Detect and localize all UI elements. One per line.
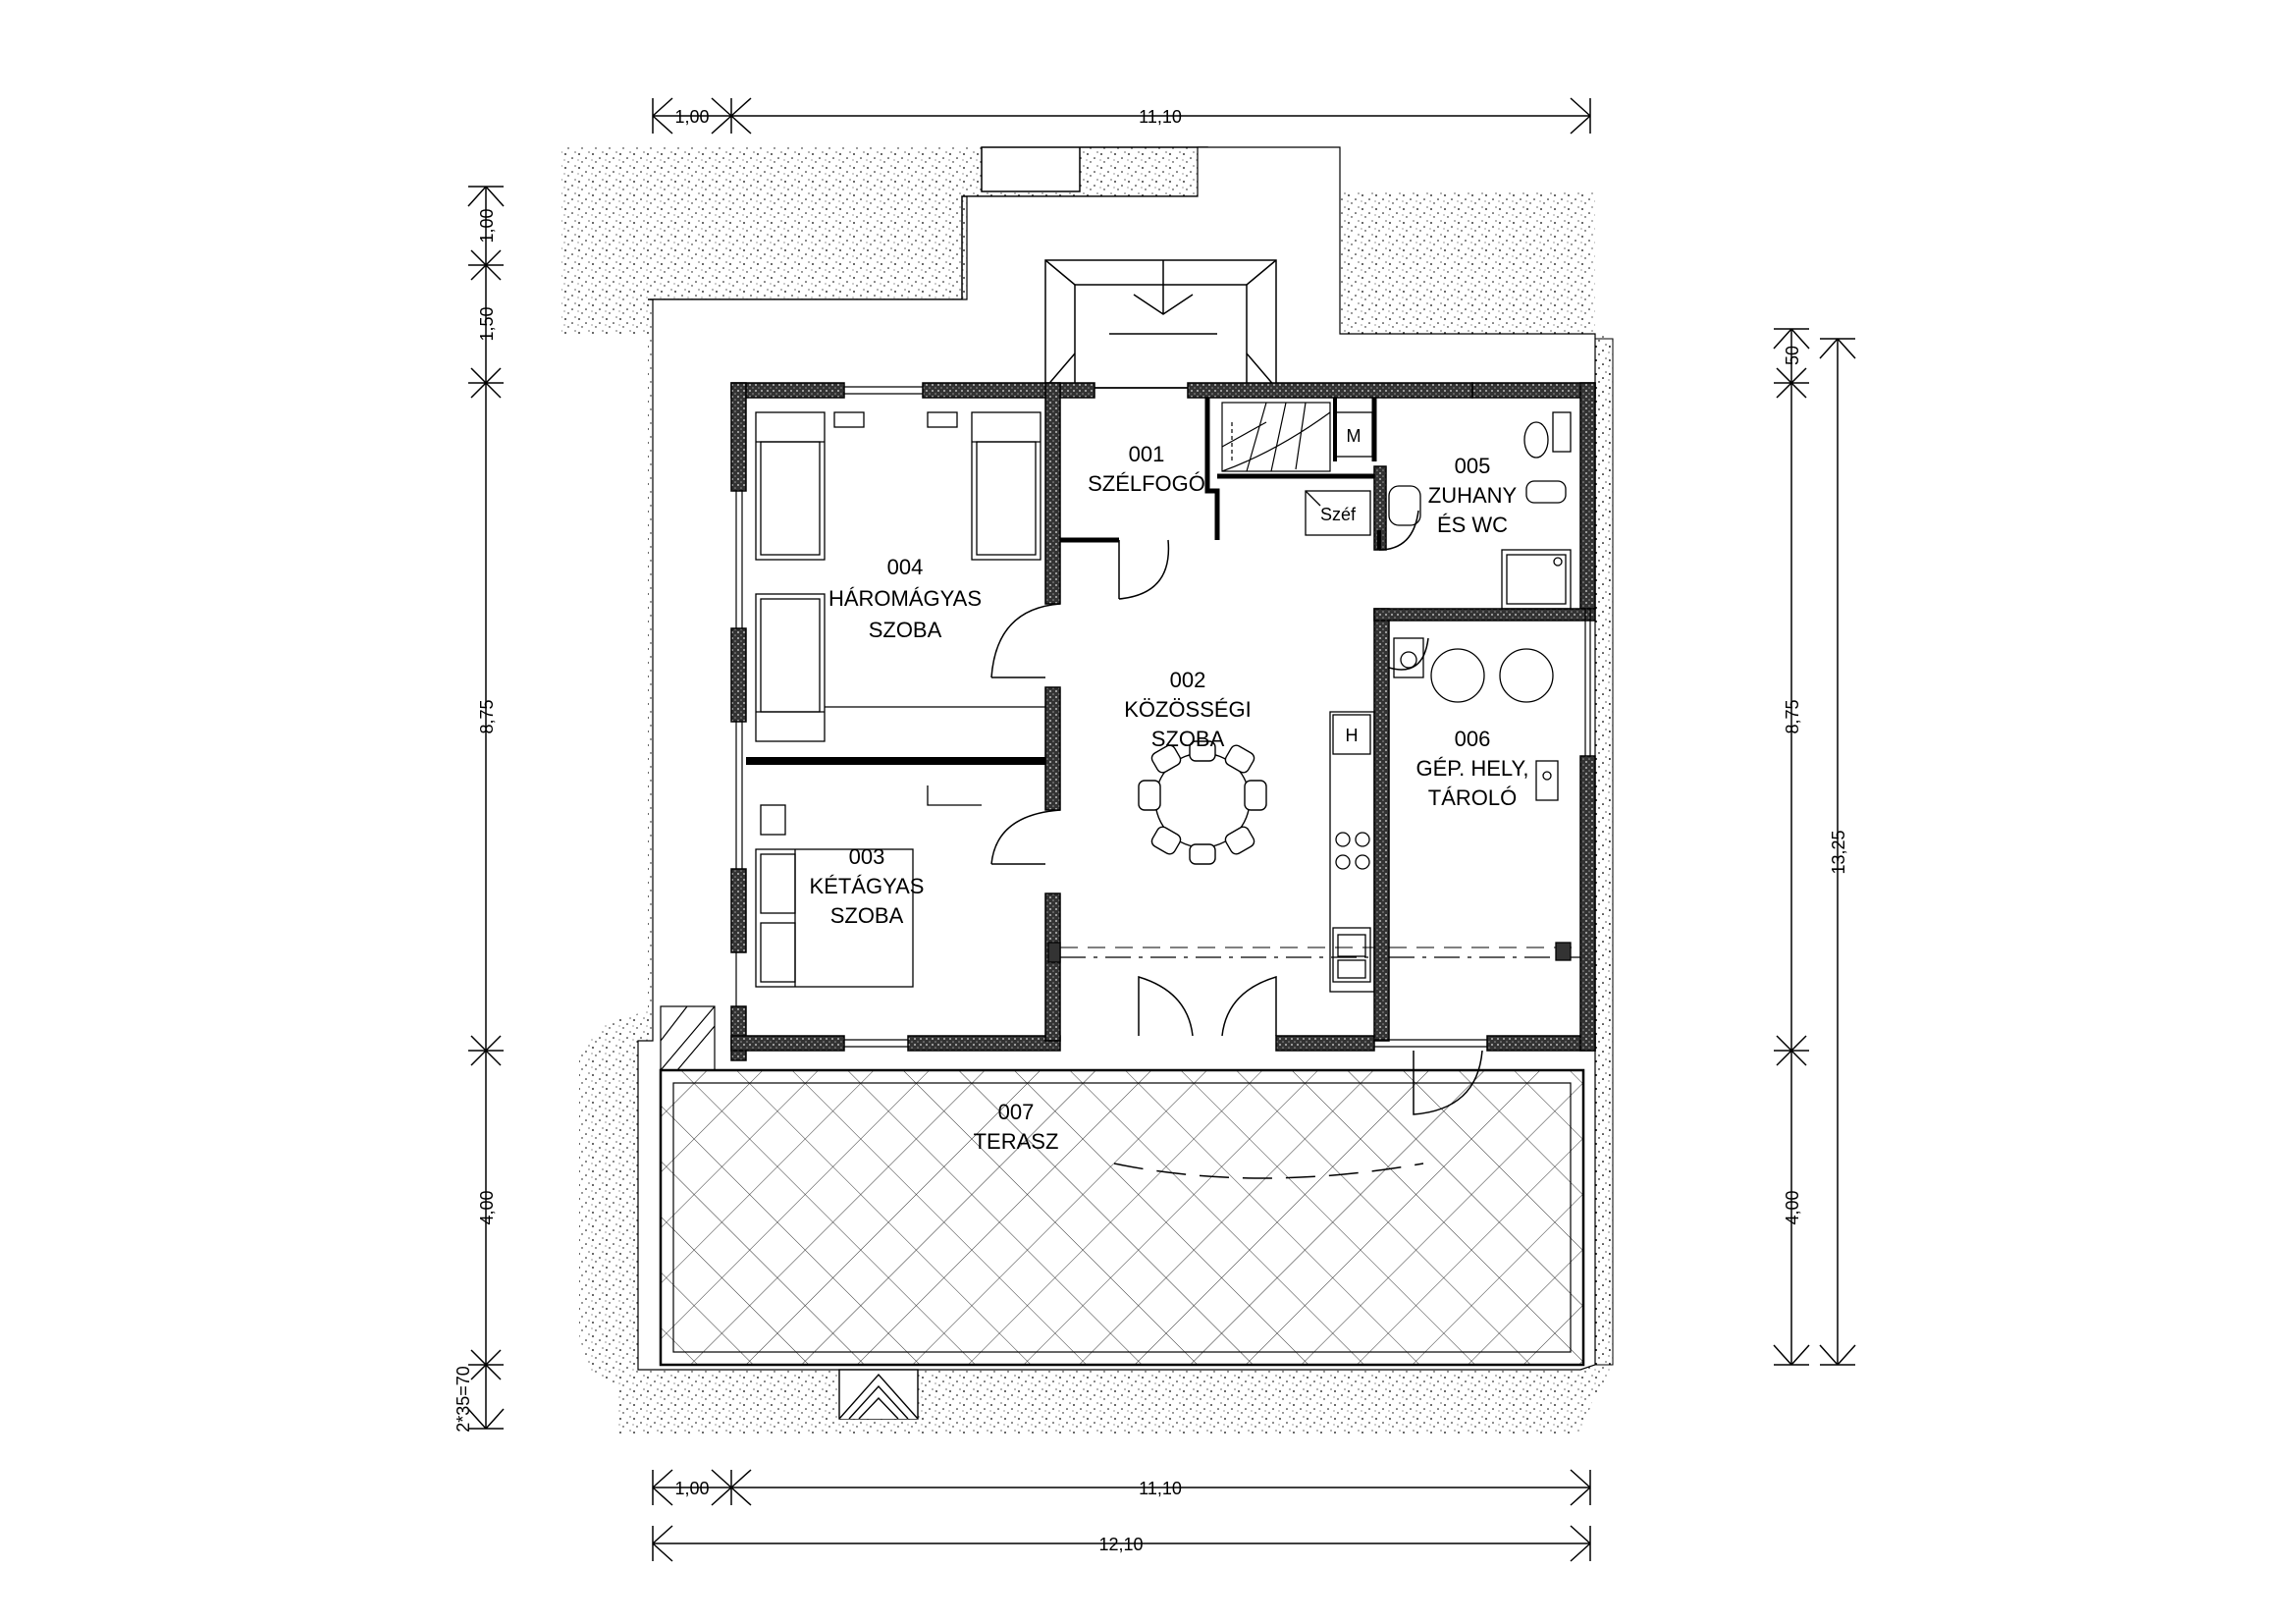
room-001-name: SZÉLFOGÓ bbox=[1088, 471, 1205, 496]
dining-set bbox=[1138, 740, 1267, 865]
room-004-number: 004 bbox=[887, 555, 924, 579]
furniture-room-004 bbox=[755, 411, 1045, 742]
terrace-tiles bbox=[660, 1069, 1584, 1366]
room-007-number: 007 bbox=[998, 1100, 1035, 1124]
utility-fixtures bbox=[1047, 637, 1572, 963]
terrace-border bbox=[659, 1068, 1585, 1367]
entrance-porch bbox=[1044, 259, 1277, 389]
room-labels: 001 SZÉLFOGÓ 002 KÖZÖSSÉGI SZOBA 003 KÉT… bbox=[810, 426, 1529, 1154]
room-004-line1: HÁROMÁGYAS bbox=[828, 586, 982, 611]
dim-top-1: 1,00 bbox=[674, 107, 709, 127]
dim-bottom-1: 1,00 bbox=[674, 1479, 709, 1498]
dim-bottom-2: 11,10 bbox=[1139, 1479, 1182, 1498]
room-003-number: 003 bbox=[849, 844, 885, 869]
room-002-line1: KÖZÖSSÉGI bbox=[1124, 697, 1252, 722]
terrace-corner-step bbox=[660, 1005, 716, 1071]
dimension-lines bbox=[467, 97, 1856, 1562]
terrace-steps bbox=[838, 1369, 919, 1420]
dim-right-1: 50 bbox=[1783, 346, 1802, 365]
room-004-line2: SZOBA bbox=[869, 618, 942, 642]
room-007-name: TERASZ bbox=[974, 1129, 1059, 1154]
stair bbox=[1221, 402, 1331, 472]
room-005-line1: ZUHANY bbox=[1428, 483, 1518, 508]
room-002-line2: SZOBA bbox=[1151, 727, 1225, 751]
doors bbox=[990, 510, 1483, 1115]
dim-left-4: 4,00 bbox=[477, 1190, 497, 1224]
dim-right-3: 4,00 bbox=[1783, 1190, 1802, 1224]
room-006-number: 006 bbox=[1455, 727, 1491, 751]
kitchen-counter bbox=[1329, 711, 1375, 993]
dim-right-2: 8,75 bbox=[1783, 699, 1802, 733]
dim-top-2: 11,10 bbox=[1139, 107, 1182, 127]
room-006-line2: TÁROLÓ bbox=[1428, 785, 1517, 810]
fridge-label: H bbox=[1346, 726, 1359, 745]
outer-walls bbox=[730, 382, 1596, 1061]
dim-left-2: 1,50 bbox=[477, 306, 497, 341]
room-005-line2: ÉS WC bbox=[1437, 513, 1508, 537]
room-001-number: 001 bbox=[1129, 442, 1165, 466]
dim-left-3: 8,75 bbox=[477, 699, 497, 733]
dim-left-5: 2*35=70 bbox=[454, 1366, 473, 1433]
dimension-labels: 1,00 11,10 1,00 11,10 12,10 1,00 1,50 8,… bbox=[454, 107, 1848, 1554]
safe-label: Széf bbox=[1320, 505, 1357, 524]
dim-right-total: 13,25 bbox=[1829, 830, 1848, 874]
terrace-inner-border bbox=[672, 1082, 1572, 1353]
bathroom-fixtures bbox=[1334, 411, 1572, 610]
windows bbox=[735, 386, 1591, 1048]
dim-left-1: 1,00 bbox=[477, 208, 497, 243]
room-002-number: 002 bbox=[1170, 668, 1206, 692]
right-facade-strip bbox=[1594, 338, 1614, 1366]
room-003-line2: SZOBA bbox=[830, 903, 904, 928]
furniture-room-003 bbox=[755, 785, 982, 988]
building-pad bbox=[637, 146, 1596, 1371]
room-003-line1: KÉTÁGYAS bbox=[810, 874, 925, 898]
safe-box bbox=[1305, 490, 1371, 536]
terrace-slope-curve bbox=[1113, 1163, 1424, 1179]
room-006-line1: GÉP. HELY, bbox=[1416, 756, 1529, 781]
meter-label: M bbox=[1347, 426, 1362, 446]
room-005-number: 005 bbox=[1455, 454, 1491, 478]
dim-bottom-total: 12,10 bbox=[1098, 1535, 1143, 1554]
